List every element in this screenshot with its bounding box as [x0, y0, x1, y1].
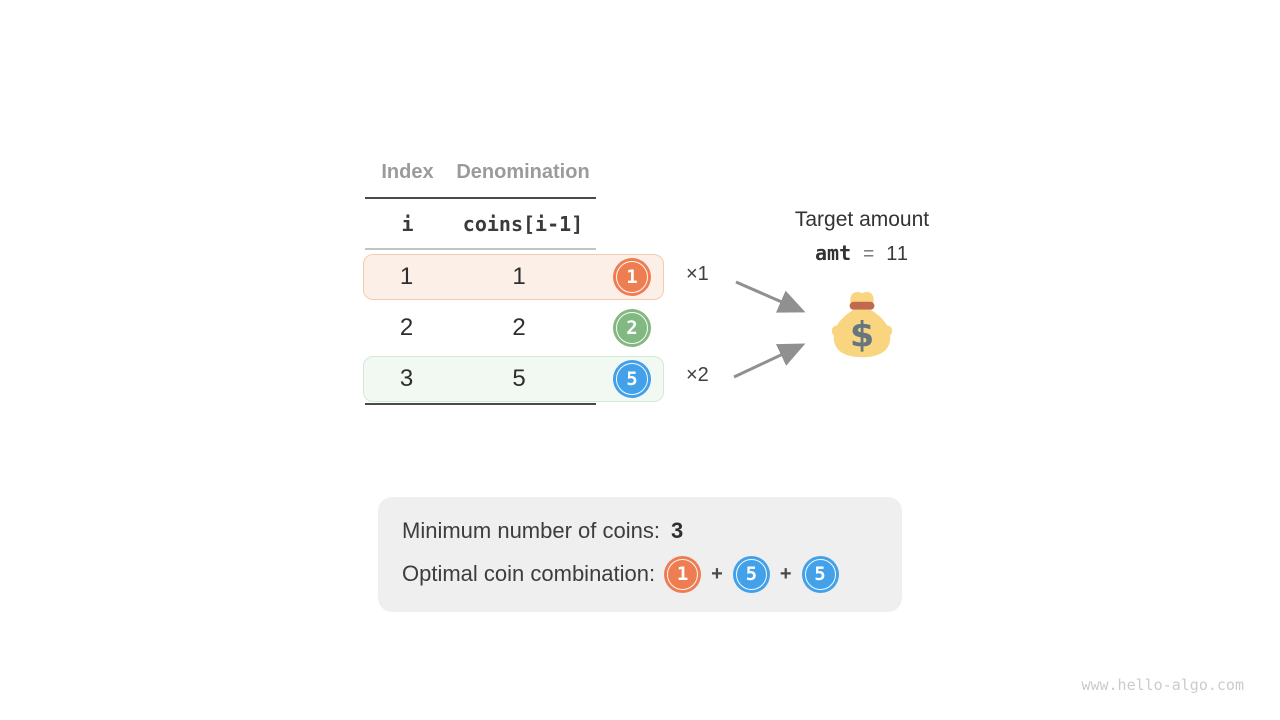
row1-denomination: 1	[512, 262, 526, 290]
multiplier-times1-label: ×1	[686, 263, 709, 285]
coin-1-icon: 1	[613, 257, 651, 296]
arrow-times1	[735, 280, 806, 313]
row2-index: 2	[399, 313, 414, 341]
combo-coin-1-icon: 1	[664, 555, 702, 593]
plus-sign: +	[711, 562, 723, 585]
table-row-1: 1 1 1	[363, 254, 664, 300]
arrows-to-target	[733, 280, 806, 379]
combo-coin-1-value: 1	[676, 563, 689, 585]
target-amount-value: 11	[886, 243, 909, 265]
amt-variable: amt	[815, 241, 852, 265]
combo-coin-3-icon: 5	[801, 555, 839, 593]
multiplier-times2-label: ×2	[686, 364, 709, 386]
money-bag-icon: $	[831, 292, 893, 358]
column-header-index: Index	[381, 161, 434, 183]
row3-denomination: 5	[512, 364, 526, 392]
coin-2-value: 2	[626, 316, 638, 339]
plus-sign: +	[779, 562, 792, 585]
table-row-2: 2 2 2	[363, 305, 664, 351]
optimal-combination-line: Optimal coin combination: 1 + 5 + 5	[402, 554, 839, 594]
combo-coin-3-value: 5	[814, 563, 826, 585]
summary-box: Minimum number of coins: 3 Optimal coin …	[378, 497, 902, 612]
coin-5-value: 5	[626, 367, 638, 390]
column-header-denomination: Denomination	[456, 161, 590, 183]
row2-denomination: 2	[512, 313, 526, 341]
target-amount-label: Target amount	[794, 208, 930, 231]
table-header-rule	[365, 248, 596, 250]
coin-5-icon: 5	[613, 359, 651, 398]
code-header-i: i	[401, 212, 414, 236]
watermark: www.hello-algo.com	[1081, 676, 1244, 694]
equals-sign: =	[863, 244, 875, 265]
table-top-rule	[365, 197, 596, 199]
target-amount-expression: amt = 11	[762, 241, 962, 266]
combination-label: Optimal coin combination:	[402, 561, 656, 586]
dollar-sign: $	[850, 315, 874, 355]
coin-1-value: 1	[626, 265, 638, 288]
combo-coin-2-icon: 5	[732, 555, 770, 593]
arrow-times2	[733, 343, 806, 379]
row3-index: 3	[399, 364, 414, 392]
row1-index: 1	[399, 262, 414, 290]
min-coins-label: Minimum number of coins:	[402, 518, 660, 543]
min-coins-value: 3	[670, 518, 684, 543]
coin-2-icon: 2	[613, 308, 651, 347]
min-coins-line: Minimum number of coins: 3	[402, 518, 683, 544]
code-header-coins: coins[i-1]	[462, 212, 584, 236]
combo-coin-2-value: 5	[745, 563, 758, 585]
table-row-3: 3 5 5	[363, 356, 664, 402]
table-bottom-rule	[365, 403, 596, 405]
